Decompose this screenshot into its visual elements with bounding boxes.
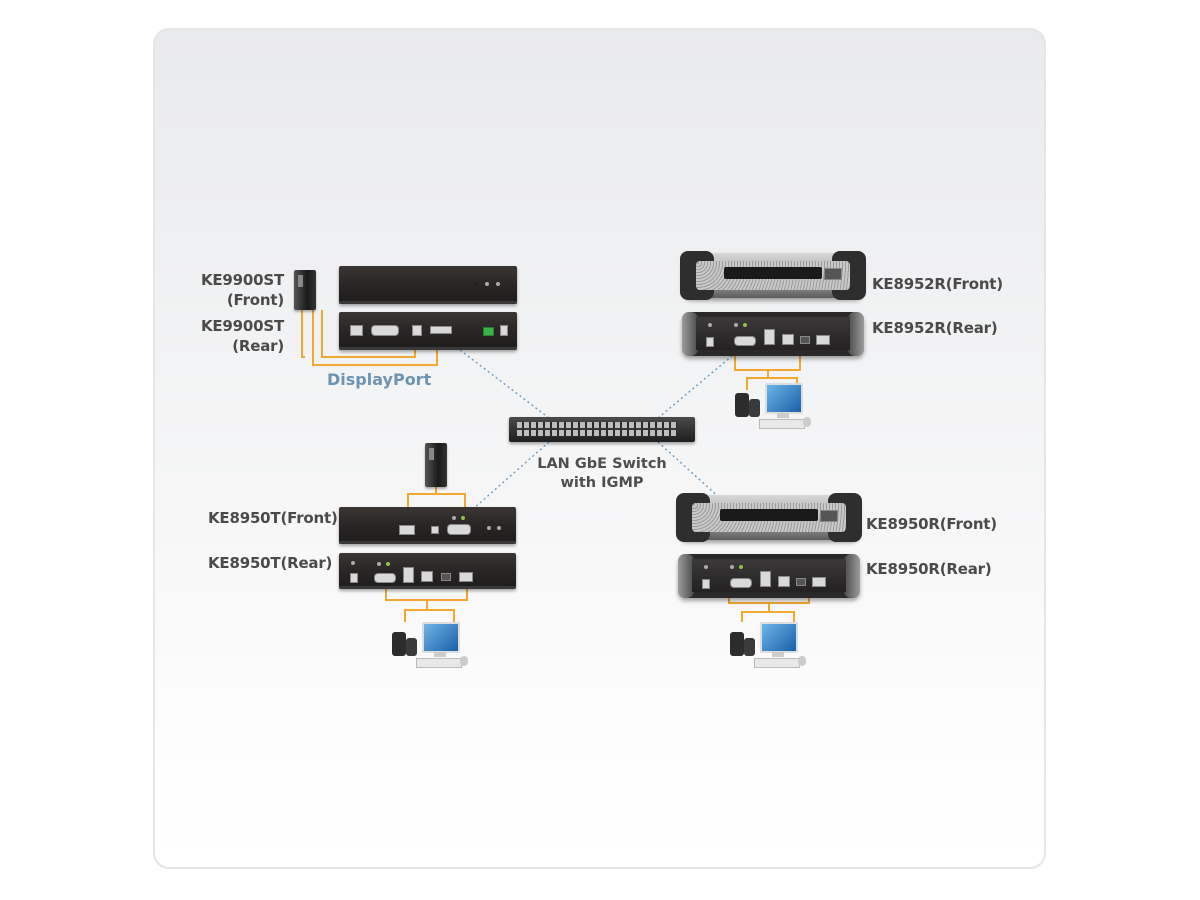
device-ke8952r-rear <box>682 312 864 356</box>
rj45-port-icon <box>350 325 363 336</box>
pc-tower-icon <box>425 443 447 487</box>
mic-jack-icon <box>461 516 465 520</box>
label-ke8950r-front: KE8950R(Front) <box>866 515 997 533</box>
usb-port-icon <box>824 268 842 280</box>
label-line: KE9900ST <box>200 271 284 289</box>
usb-stack-icon <box>764 329 775 345</box>
link-ke9900st-switch <box>459 349 550 419</box>
rj45-port-icon <box>421 571 433 582</box>
led-icon <box>496 282 500 286</box>
power-icon <box>708 323 712 327</box>
pc-tower-icon <box>294 270 316 310</box>
audio-jack-icon <box>730 565 734 569</box>
mini-usb-port-icon <box>441 573 451 581</box>
vga-port-icon <box>374 573 396 583</box>
dc-jack-icon <box>702 579 710 589</box>
led-icon <box>497 526 501 530</box>
device-ke8950t-front <box>339 507 516 544</box>
vga-port-icon <box>730 578 752 588</box>
usb-b-port-icon <box>412 325 422 336</box>
audio-jack-icon <box>734 323 738 327</box>
label-line: with IGMP <box>560 475 644 491</box>
device-ke8950r-rear <box>678 554 860 598</box>
mini-usb-port-icon <box>796 578 806 586</box>
usb-b-port-icon <box>431 526 439 534</box>
label-line: KE9900ST <box>200 317 284 335</box>
power-port-icon <box>483 327 494 336</box>
device-ke9900st-front <box>339 266 517 304</box>
led-icon <box>474 282 478 286</box>
switch-ports-row <box>517 430 677 436</box>
device-ke8950t-rear <box>339 553 516 589</box>
vga-port-icon <box>734 336 756 346</box>
usb-port-icon <box>820 510 838 522</box>
usb-port-icon <box>812 577 826 587</box>
device-ke9900st-rear <box>339 312 517 350</box>
usb-stack-icon <box>760 571 771 587</box>
cable-ke8950t-pc <box>407 493 466 508</box>
console-workstation-icon <box>730 622 820 682</box>
mic-jack-icon <box>386 562 390 566</box>
audio-jack-icon <box>452 516 456 520</box>
link-switch-ke8952r <box>657 355 733 419</box>
label-ke9900st-front: KE9900ST (Front) <box>198 270 284 310</box>
cable-ke8950t-console <box>385 588 468 601</box>
usb-port-icon <box>399 525 415 535</box>
label-ke8950t-front: KE8950T(Front) <box>208 509 338 527</box>
usb-port-icon <box>816 335 830 345</box>
label-line: (Front) <box>226 291 284 309</box>
label-ke8952r-front: KE8952R(Front) <box>872 275 1003 293</box>
power-icon <box>351 561 355 565</box>
mini-usb-port-icon <box>800 336 810 344</box>
mic-jack-icon <box>739 565 743 569</box>
usb-port-icon <box>459 572 473 582</box>
cable-displayport <box>312 310 438 366</box>
label-ke8950r-rear: KE8950R(Rear) <box>866 560 992 578</box>
device-ke8950r-front <box>676 493 862 542</box>
rj45-port-icon <box>782 334 794 345</box>
label-line: LAN GbE Switch <box>537 456 667 472</box>
lan-switch <box>509 417 695 442</box>
label-ke9900st-rear: KE9900ST (Rear) <box>198 316 284 356</box>
diagram-frame <box>153 28 1046 869</box>
serial-port-icon <box>371 325 399 336</box>
device-ke8952r-front <box>680 251 866 300</box>
label-ke8952r-rear: KE8952R(Rear) <box>872 319 998 337</box>
rj45-port-icon <box>778 576 790 587</box>
label-lan-switch: LAN GbE Switch with IGMP <box>512 455 692 493</box>
displayport-label: DisplayPort <box>327 370 432 389</box>
usb-stack-icon <box>403 567 414 583</box>
dc-jack-icon <box>706 337 714 347</box>
led-icon <box>487 526 491 530</box>
mic-jack-icon <box>743 323 747 327</box>
cable-ke8950r-console <box>728 598 810 604</box>
cable-ke8952r-console <box>734 356 801 371</box>
link-switch-ke8950r <box>657 441 723 501</box>
displayport-port-icon <box>430 326 452 334</box>
dc-jack-icon <box>350 573 358 583</box>
power-icon <box>704 565 708 569</box>
label-ke8950t-rear: KE8950T(Rear) <box>208 554 333 572</box>
console-workstation-icon <box>392 622 482 682</box>
label-line: (Rear) <box>232 337 284 355</box>
switch-ports-row <box>517 422 677 428</box>
led-icon <box>485 282 489 286</box>
dc-jack-icon <box>500 325 508 336</box>
link-switch-ke8950t <box>472 441 550 510</box>
audio-jack-icon <box>377 562 381 566</box>
console-workstation-icon <box>735 383 825 443</box>
vga-port-icon <box>447 524 471 535</box>
